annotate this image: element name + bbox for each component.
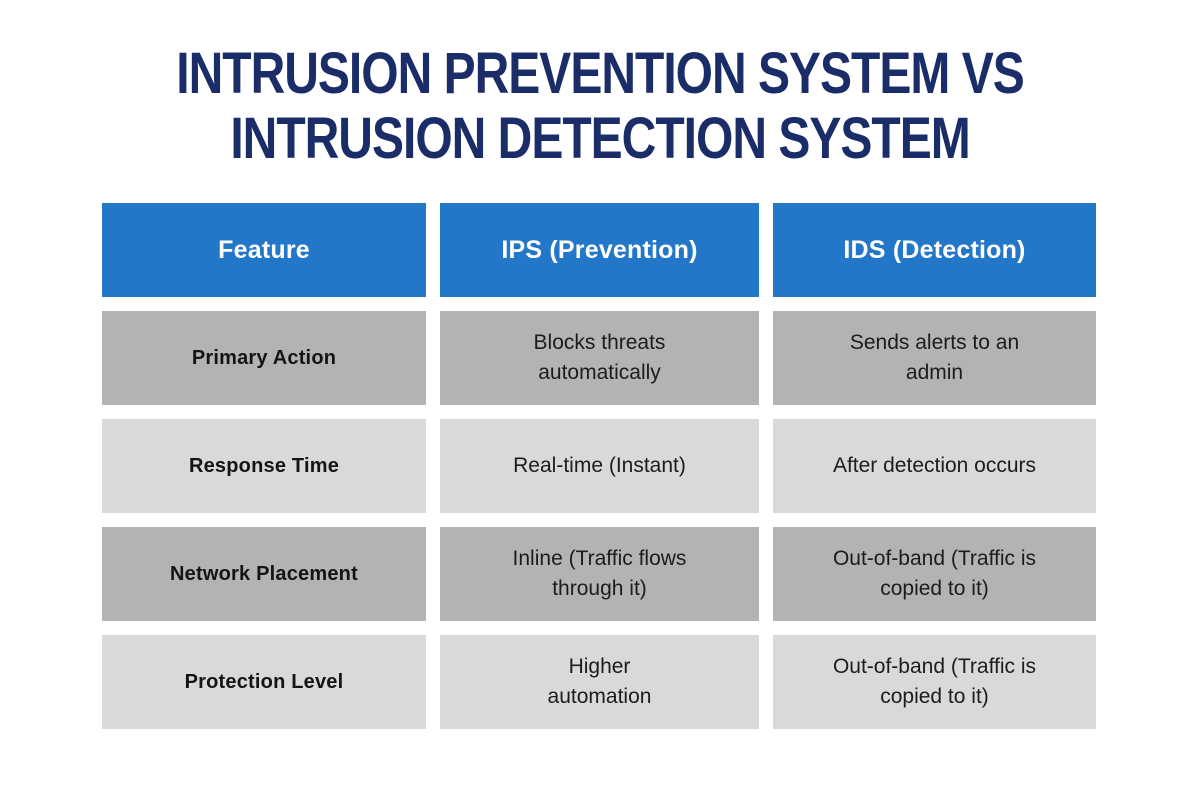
ids-cell-protection-level: Out-of-band (Traffic is copied to it) — [773, 635, 1096, 729]
page-title: INTRUSION PREVENTION SYSTEM VS INTRUSION… — [0, 42, 1200, 171]
ips-cell-network-placement: Inline (Traffic flows through it) — [440, 527, 759, 621]
ids-cell-primary-action: Sends alerts to an admin — [773, 311, 1096, 405]
ids-cell-response-time: After detection occurs — [773, 419, 1096, 513]
feature-label: Protection Level — [184, 670, 344, 693]
ips-cell-protection-level: Higher automation — [440, 635, 759, 729]
feature-cell-protection-level: Protection Level — [102, 635, 426, 729]
cell-text-line: automatically — [538, 361, 661, 384]
page-title-line-1: INTRUSION PREVENTION SYSTEM VS — [176, 42, 1024, 107]
feature-label: Primary Action — [191, 346, 337, 369]
cell-text-line: Out-of-band (Traffic is — [832, 547, 1037, 570]
cell-text-line: Higher — [568, 655, 631, 678]
header-cell-feature: Feature — [102, 203, 426, 297]
cell-text-line: Inline (Traffic flows — [512, 547, 687, 570]
cell-text-line: Blocks threats — [533, 331, 666, 354]
cell-text-line: After detection occurs — [832, 454, 1037, 477]
ips-cell-primary-action: Blocks threats automatically — [440, 311, 759, 405]
page-title-line-2: INTRUSION DETECTION SYSTEM — [230, 106, 970, 172]
cell-text-line: copied to it) — [880, 685, 989, 708]
cell-text-line: through it) — [552, 577, 647, 600]
comparison-table: Feature IPS (Prevention) IDS (Detection)… — [102, 203, 1096, 729]
header-cell-ips: IPS (Prevention) — [440, 203, 759, 297]
cell-text-line: Sends alerts to an — [849, 331, 1020, 354]
header-cell-ids: IDS (Detection) — [773, 203, 1096, 297]
feature-cell-primary-action: Primary Action — [102, 311, 426, 405]
cell-text-line: copied to it) — [880, 577, 989, 600]
ids-cell-network-placement: Out-of-band (Traffic is copied to it) — [773, 527, 1096, 621]
cell-text-line: admin — [905, 361, 964, 384]
cell-text-line: Real-time (Instant) — [513, 454, 686, 477]
feature-label: Response Time — [188, 454, 340, 477]
cell-text-line: automation — [547, 685, 652, 708]
feature-cell-network-placement: Network Placement — [102, 527, 426, 621]
cell-text-line: Out-of-band (Traffic is — [832, 655, 1037, 678]
feature-label: Network Placement — [170, 562, 358, 585]
ips-cell-response-time: Real-time (Instant) — [440, 419, 759, 513]
feature-cell-response-time: Response Time — [102, 419, 426, 513]
